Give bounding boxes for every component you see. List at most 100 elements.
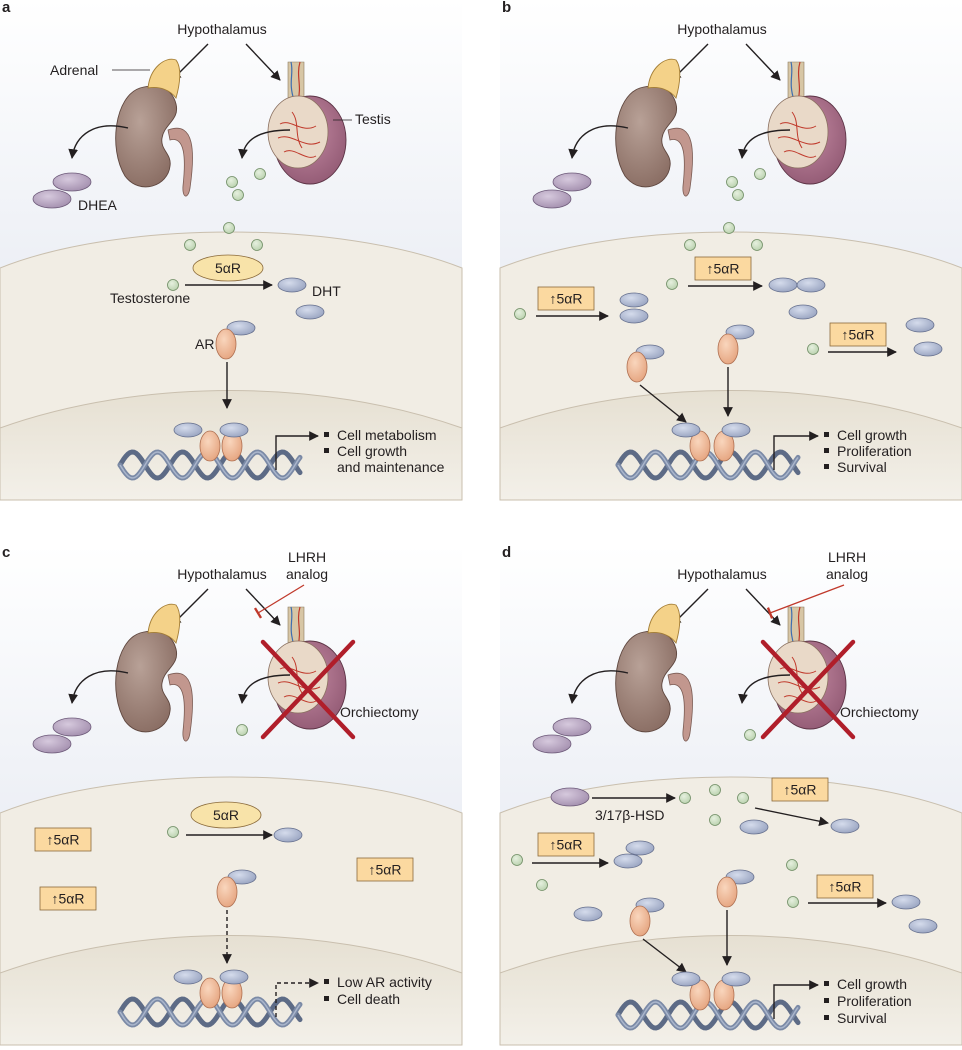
5ar-enzyme: 5αR <box>190 801 262 829</box>
adrenal-kidney <box>115 603 193 742</box>
panel-letter: d <box>502 544 511 561</box>
panel-d: dHypothalamusLHRHanalogOrchiectomy3/17β-… <box>499 544 962 1046</box>
orchiectomy-label: Orchiectomy <box>340 704 419 720</box>
dhea-molecule <box>552 172 592 192</box>
testosterone-molecule <box>232 189 244 201</box>
lhrh-label-line2: analog <box>826 566 868 582</box>
adrenal-to-dhea-arrow <box>68 670 129 704</box>
upregulated-5ar-label: ↑5αR <box>550 291 583 307</box>
bullet-square <box>824 464 829 469</box>
outcome-text: Survival <box>837 1010 887 1026</box>
bullet-square <box>824 432 829 437</box>
upregulated-5ar-label: ↑5αR <box>369 862 402 878</box>
bullet-square <box>324 448 329 453</box>
orchiectomy-cross-icon <box>260 639 356 740</box>
upregulated-5ar-box: ↑5αR <box>39 886 97 911</box>
dht-molecule <box>219 969 249 985</box>
dht-molecule <box>796 277 826 293</box>
upregulated-5ar-box: ↑5αR <box>816 874 874 899</box>
dhea-molecule <box>52 172 92 192</box>
testosterone-molecule <box>726 176 738 188</box>
upregulated-5ar-label: ↑5αR <box>707 261 740 277</box>
hypothalamus-label: Hypothalamus <box>177 21 267 37</box>
bullet-square <box>324 979 329 984</box>
dht-label: DHT <box>312 283 341 299</box>
upregulated-5ar-label: ↑5αR <box>784 782 817 798</box>
dht-molecule <box>277 277 307 293</box>
inhibition-line <box>253 584 305 619</box>
kidney <box>115 630 178 733</box>
kidney <box>615 85 678 188</box>
upregulated-5ar-box: ↑5αR <box>537 286 595 311</box>
upregulated-5ar-label: ↑5αR <box>47 832 80 848</box>
dht-molecule <box>273 827 303 843</box>
upregulated-5ar-label: ↑5αR <box>52 891 85 907</box>
outcome-text: Cell metabolism <box>337 427 437 443</box>
panel-letter: c <box>2 544 10 561</box>
dht-molecule <box>788 304 818 320</box>
testis-to-testosterone-arrow <box>238 129 291 159</box>
dht-molecule <box>891 894 921 910</box>
dht-molecule <box>908 918 938 934</box>
transcription-arrow <box>773 980 819 1019</box>
5ar-label: 5αR <box>215 260 241 276</box>
hypothalamus-to-testis-arrow <box>745 43 781 81</box>
upregulated-5ar-box: ↑5αR <box>771 777 829 802</box>
dht-molecule <box>905 317 935 333</box>
outcome-text: Cell growth <box>337 443 407 459</box>
bullet-square <box>324 996 329 1001</box>
hypothalamus-label: Hypothalamus <box>677 21 767 37</box>
upregulated-5ar-box: ↑5αR <box>537 832 595 857</box>
panel-letter: a <box>2 0 11 16</box>
testosterone-molecule <box>251 239 263 251</box>
dht-molecule <box>671 971 701 987</box>
testosterone-molecule <box>787 896 799 908</box>
testosterone-molecule <box>536 879 548 891</box>
dht-molecule <box>173 969 203 985</box>
dht-molecule <box>768 277 798 293</box>
orchiectomy-cross-icon <box>760 639 856 740</box>
outcome-text: Cell growth <box>837 976 907 992</box>
dht-molecule <box>671 422 701 438</box>
bullet-square <box>824 981 829 986</box>
dht-molecule <box>721 422 751 438</box>
upregulated-5ar-box: ↑5αR <box>356 857 414 882</box>
adrenal-kidney <box>615 58 693 197</box>
hypothalamus-label: Hypothalamus <box>677 566 767 582</box>
androgen-receptor <box>215 328 237 360</box>
lhrh-label: LHRH <box>828 549 866 565</box>
adrenal-to-dhea-arrow <box>568 670 629 704</box>
upregulated-5ar-box: ↑5αR <box>694 256 752 281</box>
kidney <box>115 85 178 188</box>
testosterone-molecule <box>737 792 749 804</box>
androgen-receptor <box>716 876 738 908</box>
dht-molecule <box>173 422 203 438</box>
dhea-molecule <box>552 717 592 737</box>
androgen-receptor <box>199 977 221 1009</box>
testosterone-molecule <box>754 168 766 180</box>
outcome-text: Proliferation <box>837 443 912 459</box>
testosterone-molecule <box>167 279 179 291</box>
testis <box>767 61 847 185</box>
hsd-label: 3/17β-HSD <box>595 807 665 823</box>
testosterone-molecule <box>236 724 248 736</box>
testosterone-molecule <box>684 239 696 251</box>
dht-molecule <box>613 853 643 869</box>
testosterone-molecule <box>226 176 238 188</box>
outcome-text: Cell growth <box>837 427 907 443</box>
testis-to-testosterone-arrow <box>238 674 291 704</box>
testosterone-molecule <box>786 859 798 871</box>
dhea-label: DHEA <box>78 197 118 213</box>
testosterone-molecule <box>744 729 756 741</box>
testosterone-molecule <box>184 239 196 251</box>
transcription-arrow <box>275 431 319 470</box>
bullet-square <box>824 1015 829 1020</box>
dhea-molecule <box>532 734 572 754</box>
testis-label: Testis <box>355 111 391 127</box>
dht-molecule <box>573 906 603 922</box>
dht-molecule <box>226 320 256 336</box>
adrenal-to-dhea-arrow <box>68 125 129 159</box>
testosterone-molecule <box>223 222 235 234</box>
panel-letter: b <box>502 0 511 16</box>
dht-molecule <box>619 308 649 324</box>
